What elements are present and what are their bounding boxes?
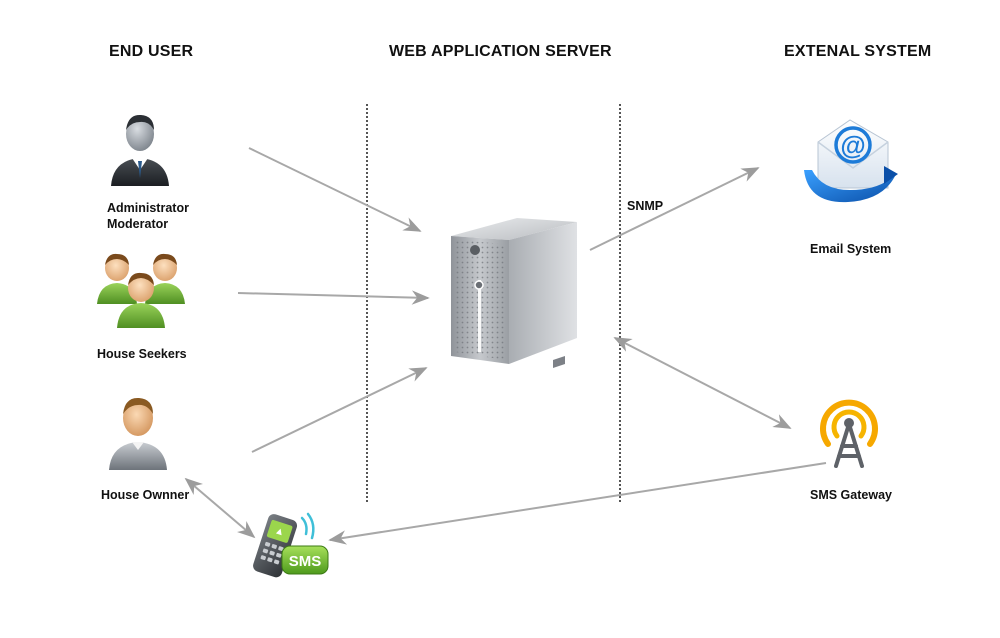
admin-label-line2: Moderator xyxy=(107,217,169,231)
svg-text:@: @ xyxy=(840,130,865,160)
antenna-icon xyxy=(820,399,878,468)
gateway-label: SMS Gateway xyxy=(810,488,892,502)
owner-label: House Ownner xyxy=(101,488,190,502)
admin-label-line1: Administrator xyxy=(107,201,189,215)
email-label: Email System xyxy=(810,242,892,256)
column-title-server: WEB APPLICATION SERVER xyxy=(389,43,612,60)
user-group-icon xyxy=(97,253,185,328)
arrow-owner-to-server xyxy=(251,367,428,453)
seekers-label: House Seekers xyxy=(97,347,187,361)
arrow-server-gateway xyxy=(613,337,792,429)
server-tower-icon xyxy=(451,218,577,368)
sms-phone-icon: SMS xyxy=(253,512,329,578)
arrow-server-to-email xyxy=(589,167,760,251)
arrow-owner-phone xyxy=(184,477,256,539)
arrow-admin-to-server xyxy=(248,147,422,232)
divider-right xyxy=(619,104,621,502)
arrow-seekers-to-server xyxy=(237,290,430,305)
arrow-gateway-to-phone xyxy=(328,462,827,545)
admin-user-icon xyxy=(111,114,169,186)
edge-label-snmp: SNMP xyxy=(627,199,664,213)
email-icon: @ xyxy=(804,119,898,203)
divider-left xyxy=(366,104,368,502)
sms-phone-text: SMS xyxy=(289,553,322,570)
user-icon xyxy=(109,397,167,470)
column-title-end-user: END USER xyxy=(109,43,194,60)
column-title-external: EXTENAL SYSTEM xyxy=(784,43,932,60)
